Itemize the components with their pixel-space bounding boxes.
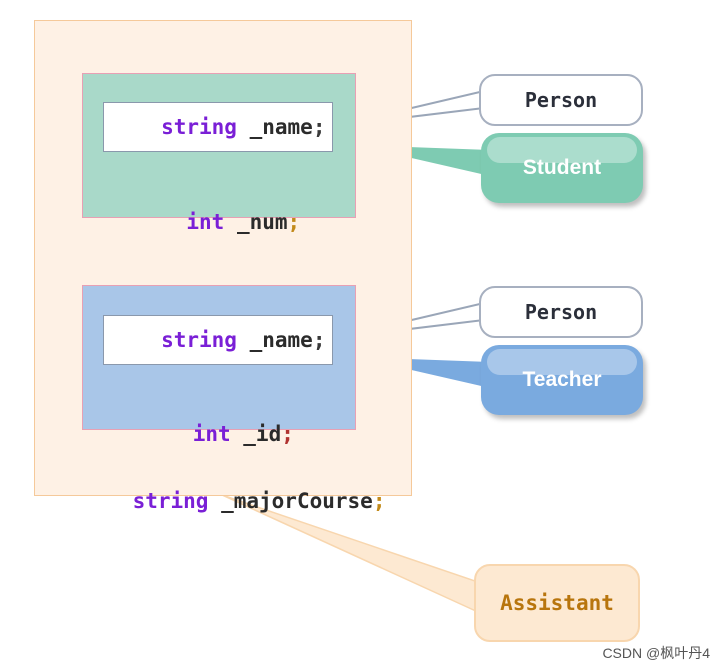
- student-field-name: _name: [236, 115, 313, 139]
- student-name-field: string _name;: [103, 102, 333, 152]
- teacher-id-line: int _id;: [82, 398, 354, 470]
- student-callout: Student: [481, 133, 643, 203]
- student-num-line: int _num;: [82, 186, 354, 258]
- student-member-type: int: [186, 210, 225, 234]
- student-field-type: string: [161, 115, 237, 139]
- assistant-member-type: string: [132, 489, 209, 513]
- person-callout-top: Person: [479, 74, 643, 126]
- teacher-member-type: int: [192, 422, 231, 446]
- person-callout-bottom-label: Person: [524, 300, 598, 324]
- student-callout-label: Student: [522, 156, 602, 179]
- teacher-member-name: _id: [230, 422, 282, 446]
- teacher-callout-label: Teacher: [522, 368, 602, 391]
- watermark: CSDN @枫叶丹4: [602, 645, 710, 661]
- person-callout-top-label: Person: [524, 88, 598, 112]
- student-member-semicolon: ;: [287, 210, 301, 234]
- person-callout-bottom: Person: [479, 286, 643, 338]
- student-member-name: _num: [224, 210, 288, 234]
- teacher-member-semicolon: ;: [281, 422, 294, 446]
- assistant-callout-label: Assistant: [500, 591, 614, 615]
- teacher-name-field: string _name;: [103, 315, 333, 365]
- teacher-field-semicolon: ;: [312, 328, 326, 352]
- teacher-field-type: string: [161, 328, 237, 352]
- assistant-member-name: _majorCourse: [208, 489, 373, 513]
- assistant-member-semicolon: ;: [372, 489, 386, 513]
- assistant-callout: Assistant: [474, 564, 640, 642]
- assistant-major-line: string _majorCourse;: [82, 465, 386, 537]
- teacher-field-name: _name: [236, 328, 313, 352]
- teacher-callout: Teacher: [481, 345, 643, 415]
- student-field-semicolon: ;: [312, 115, 326, 139]
